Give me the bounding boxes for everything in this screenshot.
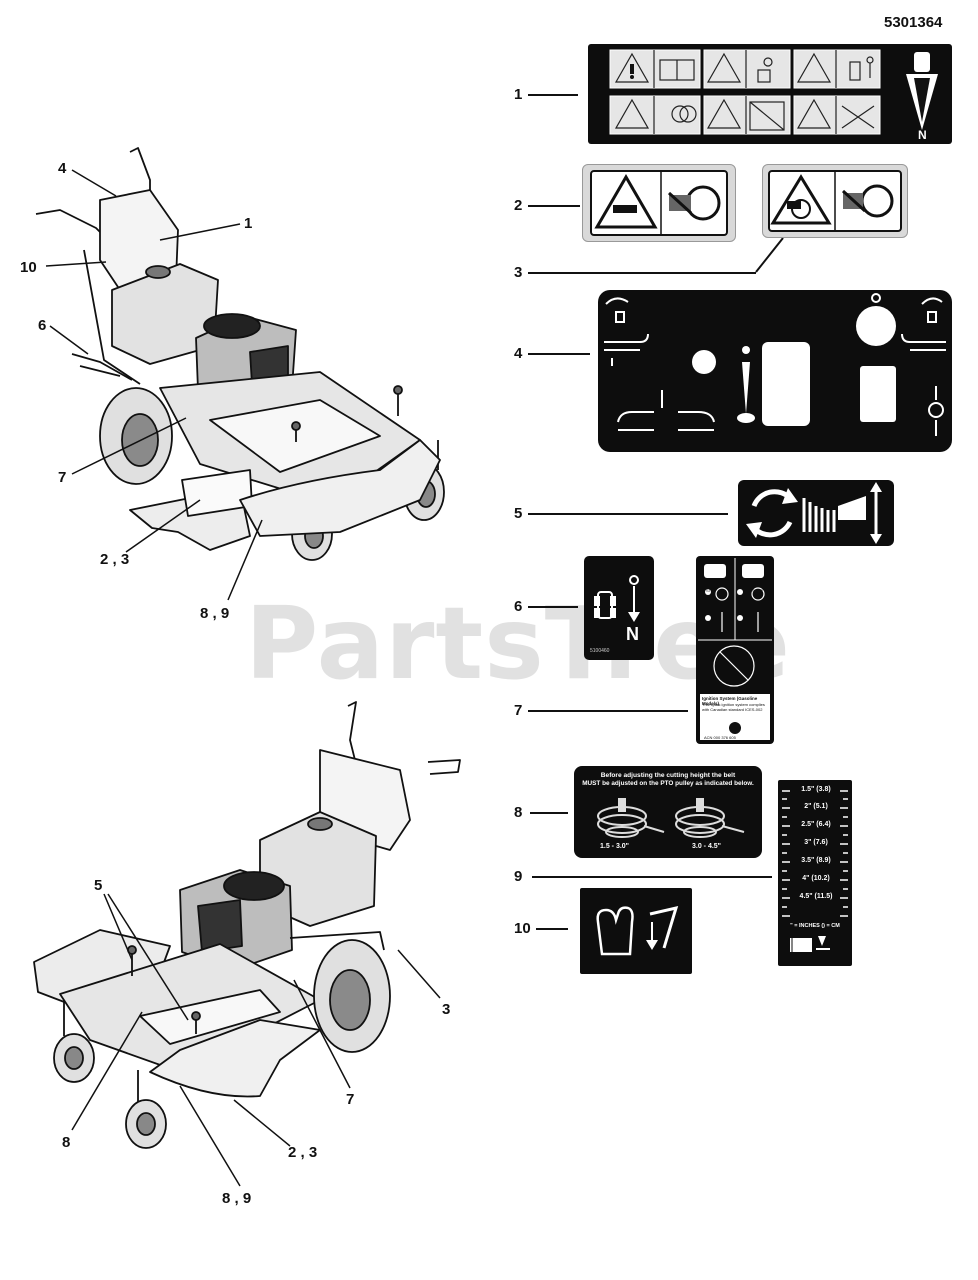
m1-callout-7: 7: [58, 469, 67, 486]
height-label: 3.5" (8.9): [801, 857, 831, 864]
leader-line: [536, 928, 568, 930]
entanglement-icons: [590, 170, 728, 236]
decal-8-line-2: MUST be adjusted on the PTO pulley as in…: [582, 780, 754, 787]
decal-6-part-number: 5100460: [590, 648, 610, 654]
m2-callout-3: 3: [442, 1001, 451, 1018]
decal-6-neutral-letter: N: [626, 624, 639, 644]
decal-8-belt-adjust: Before adjusting the cutting height the …: [574, 766, 762, 858]
leader-line: [530, 812, 568, 814]
leader-line: [528, 94, 578, 96]
m1-callout-1: 1: [244, 215, 253, 232]
height-label: 2" (5.1): [804, 803, 828, 810]
decal-7-stop-1: STOP: [706, 588, 717, 593]
height-adjust-icons: [746, 482, 882, 544]
decal-6-neutral: N 5100460: [584, 556, 654, 660]
decal-10-glove: [580, 888, 692, 974]
decal-4-control-panel: [598, 290, 952, 452]
m1-callout-10: 10: [20, 259, 37, 276]
callout-1: 1: [514, 86, 523, 103]
pulley-diagrams: [597, 798, 745, 838]
height-label: 3" (7.6): [804, 839, 828, 846]
m1-callout-2-3: 2 , 3: [100, 551, 130, 568]
decal-3-entanglement: [762, 164, 908, 238]
decal-1-neutral-letter: N: [918, 128, 927, 142]
callout-8: 8: [514, 804, 523, 821]
entanglement-icons: [768, 170, 902, 232]
decal-7-stop-2: STOP: [752, 588, 763, 593]
m2-callout-8-9: 8 , 9: [222, 1190, 252, 1207]
decal-8-range-2: 3.0 - 4.5": [692, 843, 722, 850]
decal-7-acn: ACN 000 376 605: [704, 735, 736, 740]
m2-callout-8: 8: [62, 1134, 71, 1151]
leader-line: [528, 272, 756, 274]
callout-10: 10: [514, 920, 531, 937]
leader-line: [528, 710, 688, 712]
callout-4: 4: [514, 345, 523, 362]
callout-6: 6: [514, 598, 523, 615]
decal-7-body: This spark ignition system complies with…: [702, 702, 765, 712]
m1-callout-6: 6: [38, 317, 47, 334]
height-units: " = INCHES () = CM: [790, 923, 840, 929]
decal-1-safety-strip: N: [588, 44, 952, 144]
height-label: 2.5" (6.4): [801, 821, 831, 828]
leader-line: [528, 606, 578, 608]
leader-line: [528, 513, 728, 515]
mower-illustration-rear: [35, 147, 445, 561]
m2-callout-7: 7: [346, 1091, 355, 1108]
operation-icons: [698, 558, 772, 740]
height-label: 1.5" (3.8): [801, 786, 831, 793]
decal-7-operation-ignition: STOP STOP Ignition System (Gasoline Mode…: [696, 556, 774, 744]
leader-line: [532, 876, 772, 878]
leader-line: [528, 205, 580, 207]
decal-9-height-scale: 1.5" (3.8) 2" (5.1) 2.5" (6.4) 3" (7.6) …: [778, 780, 852, 966]
callout-5: 5: [514, 505, 523, 522]
mower-illustration-front: [33, 701, 461, 1149]
scale-ticks: [782, 790, 848, 952]
decal-5-height-adjust: [738, 480, 894, 546]
safety-pictograms: [609, 49, 938, 135]
callout-9: 9: [514, 868, 523, 885]
height-label: 4" (10.2): [802, 875, 830, 882]
m1-callout-4: 4: [58, 160, 67, 177]
m2-callout-2-3: 2 , 3: [288, 1144, 318, 1161]
height-label: 4.5" (11.5): [799, 893, 833, 900]
glove-icon: [596, 905, 679, 956]
decal-2-entanglement: [582, 164, 736, 242]
control-panel-symbols: [604, 293, 946, 436]
callout-3: 3: [514, 264, 523, 281]
decal-8-line-1: Before adjusting the cutting height the …: [600, 772, 736, 779]
callout-2: 2: [514, 197, 523, 214]
m2-callout-5: 5: [94, 877, 103, 894]
neutral-icons: [594, 575, 640, 622]
m1-callout-8-9: 8 , 9: [200, 605, 230, 622]
decal-7-heading: Ignition System (Gasoline Models): [702, 696, 758, 706]
callout-7: 7: [514, 702, 523, 719]
document-number: 5301364: [884, 14, 943, 31]
leader-line: [528, 353, 590, 355]
decal-8-range-1: 1.5 - 3.0": [600, 843, 630, 850]
